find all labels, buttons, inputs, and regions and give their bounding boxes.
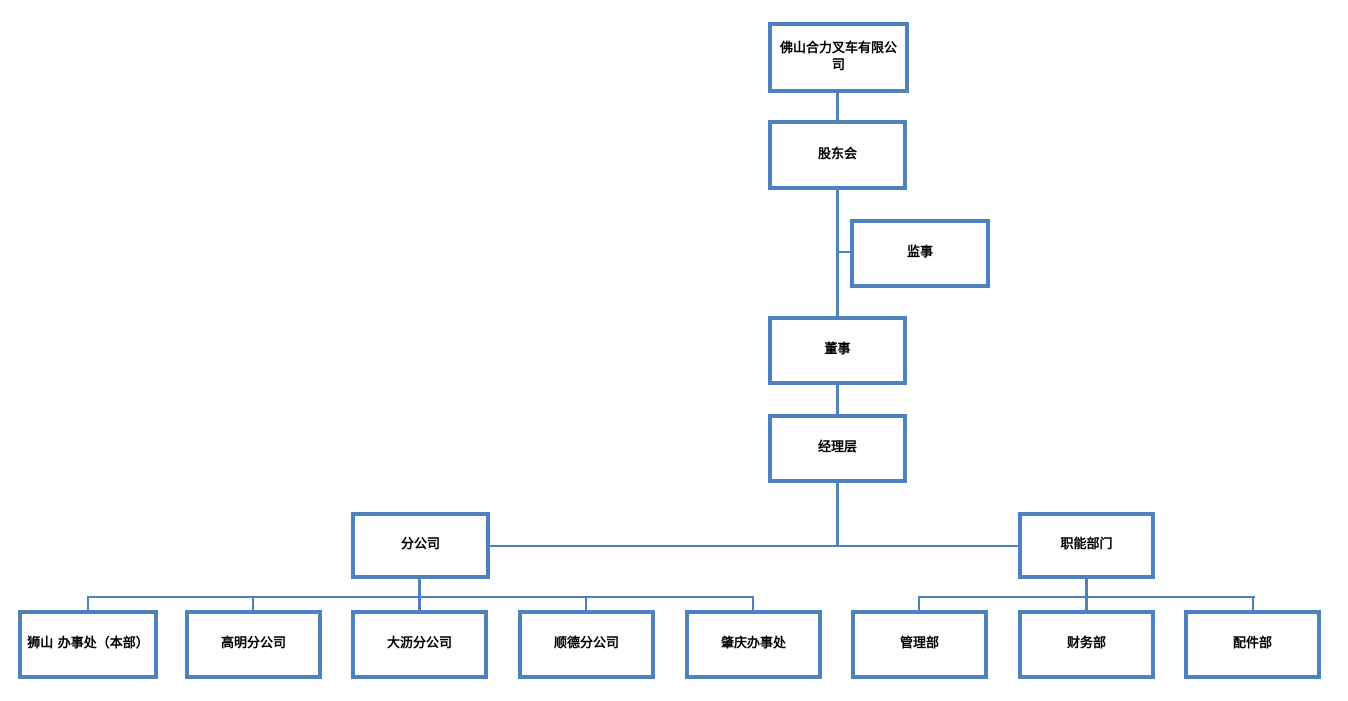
node-shareholders-label: 股东会 [817,146,857,162]
connector-stub-shunde [585,598,587,610]
node-dali-branch: 大沥分公司 [351,610,488,679]
node-company: 佛山合力叉车有限公司 [768,22,909,93]
node-gaoming-branch: 高明分公司 [185,610,322,679]
connector-branches-functional-crossbar [490,545,1018,547]
connector-stub-parts-dept [1252,598,1254,610]
node-director-label: 董事 [824,342,851,358]
node-dali-branch-label: 大沥分公司 [386,636,452,652]
node-finance-dept-label: 财务部 [1066,636,1106,652]
connector-branches-down [418,579,421,610]
node-supervisor: 监事 [850,219,990,288]
node-management-dept-label: 管理部 [899,636,939,652]
connector-functional-down [1085,579,1088,610]
node-shishan-office: 狮山 办事处（本部） [18,610,158,679]
node-parts-dept-label: 配件部 [1232,636,1272,652]
connector-shareholders-director [836,190,839,316]
node-company-label: 佛山合力叉车有限公司 [779,41,897,73]
connector-director-management [836,385,839,414]
node-director: 董事 [768,316,907,385]
node-branches: 分公司 [351,512,490,579]
node-zhaoqing-office: 肇庆办事处 [685,610,822,679]
node-management-label: 经理层 [817,440,857,456]
node-functional-depts: 职能部门 [1018,512,1155,579]
node-zhaoqing-office-label: 肇庆办事处 [720,636,786,652]
node-supervisor-label: 监事 [906,245,933,261]
connector-stub-zhaoqing [752,598,754,610]
connector-functional-distribution-bar [918,596,1255,598]
node-shishan-office-label: 狮山 办事处（本部） [27,636,149,652]
connector-company-shareholders [836,93,839,120]
node-shareholders: 股东会 [768,120,907,190]
node-shunde-branch-label: 顺德分公司 [553,636,619,652]
node-management: 经理层 [768,414,907,483]
node-branches-label: 分公司 [400,537,440,553]
node-management-dept: 管理部 [851,610,988,679]
node-shunde-branch: 顺德分公司 [518,610,655,679]
node-parts-dept: 配件部 [1184,610,1321,679]
connector-stub-shishan [87,598,89,610]
node-finance-dept: 财务部 [1018,610,1155,679]
connector-management-down [836,483,839,547]
connector-stub-management-dept [918,598,920,610]
node-gaoming-branch-label: 高明分公司 [220,636,286,652]
connector-supervisor-stub [839,251,850,253]
connector-branches-distribution-bar [87,596,754,598]
node-functional-depts-label: 职能部门 [1060,537,1113,553]
connector-stub-gaoming [252,598,254,610]
